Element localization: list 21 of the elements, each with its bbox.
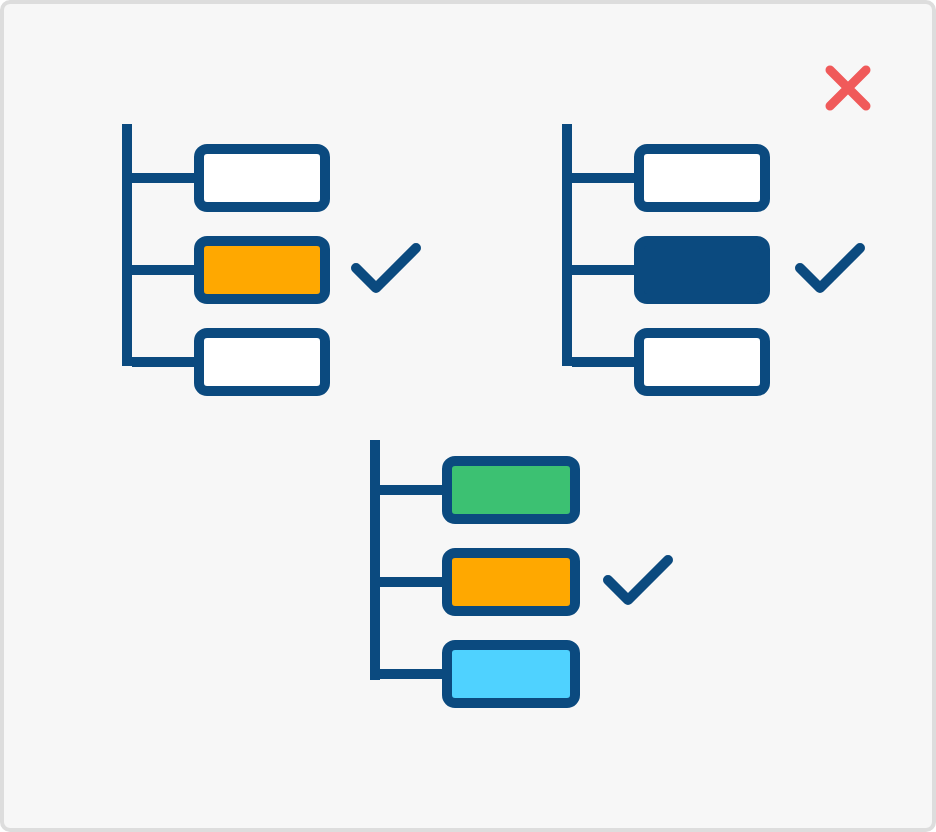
- item-box: [194, 328, 330, 396]
- item-box: [194, 236, 330, 304]
- item-box: [194, 144, 330, 212]
- item-box: [442, 640, 580, 708]
- item-box: [442, 456, 580, 524]
- connector-line: [380, 669, 442, 679]
- connector-line: [572, 173, 634, 183]
- item-box: [634, 144, 770, 212]
- connector-line: [132, 357, 194, 367]
- item-box: [634, 328, 770, 396]
- tree-trunk: [370, 440, 380, 680]
- connector-line: [572, 265, 634, 275]
- connector-line: [132, 173, 194, 183]
- tree-trunk: [122, 124, 132, 366]
- item-box: [634, 236, 770, 304]
- connector-line: [380, 577, 442, 587]
- connector-line: [380, 485, 442, 495]
- tree-trunk: [562, 124, 572, 366]
- connector-line: [132, 265, 194, 275]
- connector-line: [572, 357, 634, 367]
- item-box: [442, 548, 580, 616]
